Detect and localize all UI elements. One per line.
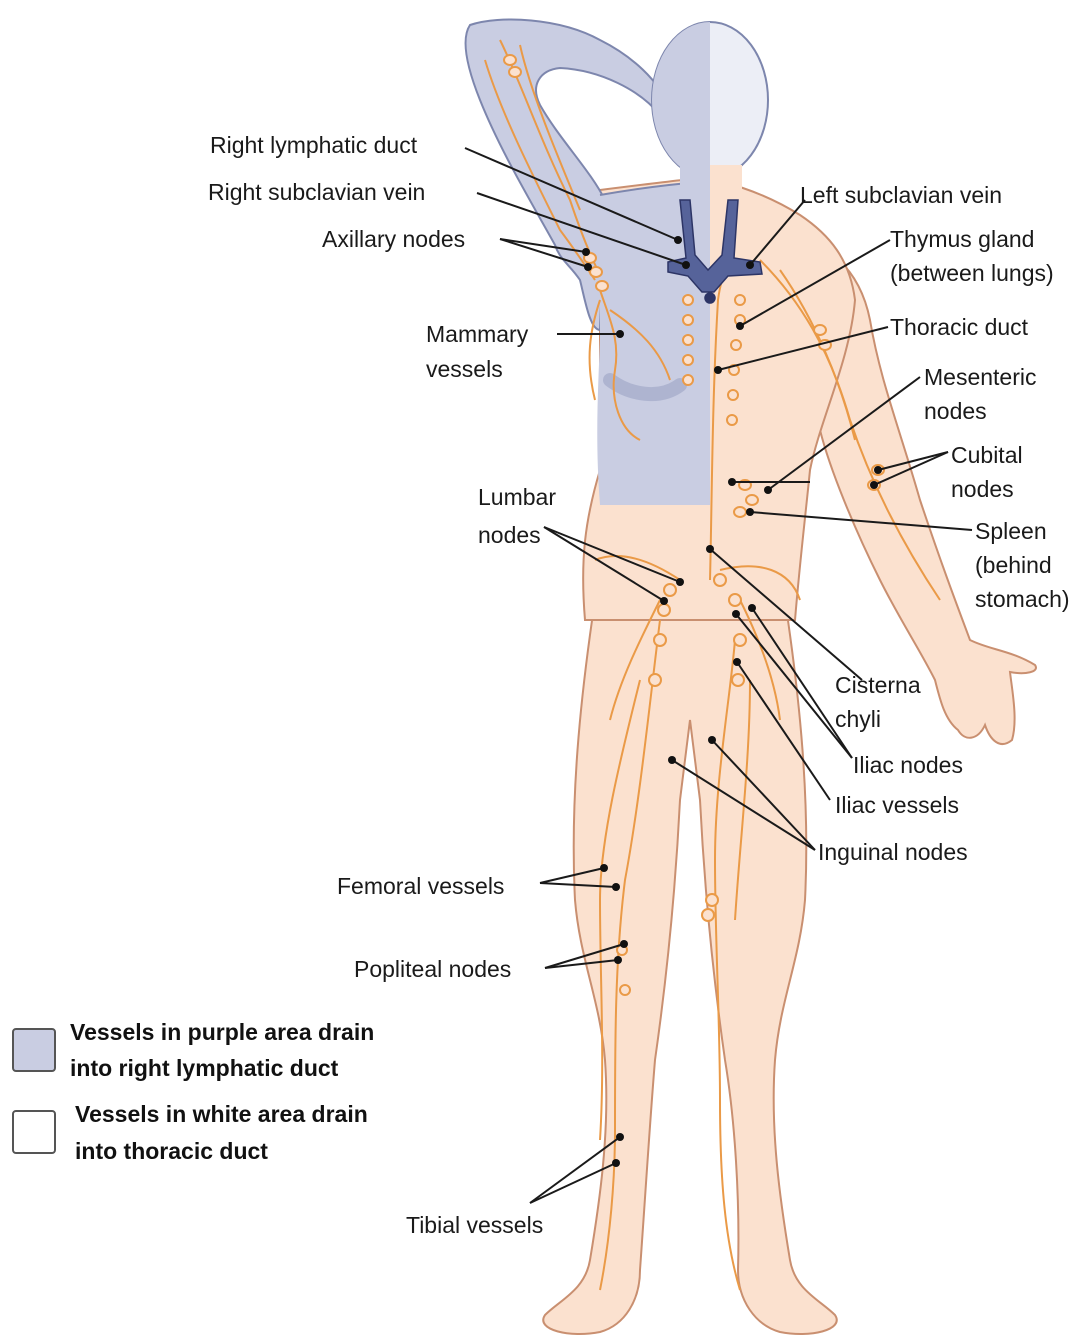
label-tibial-vessels: Tibial vessels [406, 1208, 543, 1242]
label-spleen-line3: stomach) [975, 582, 1070, 616]
label-cisterna-chyli-line1: Cisterna [835, 668, 921, 702]
label-thymus-gland-line2: (between lungs) [890, 256, 1054, 290]
label-right-lymphatic-duct: Right lymphatic duct [210, 128, 417, 162]
label-cubital-nodes-line2: nodes [951, 472, 1014, 506]
label-thymus-gland-line1: Thymus gland [890, 222, 1034, 256]
label-mesenteric-nodes-line2: nodes [924, 394, 987, 428]
legend-white-line1: Vessels in white area drain [75, 1096, 368, 1132]
label-lumbar-nodes-line1: Lumbar [478, 480, 556, 514]
label-cisterna-chyli-line2: chyli [835, 702, 881, 736]
label-spleen-line1: Spleen [975, 514, 1047, 548]
legend-white-line2: into thoracic duct [75, 1133, 268, 1169]
label-lumbar-nodes-line2: nodes [478, 518, 541, 552]
label-femoral-vessels: Femoral vessels [337, 869, 504, 903]
label-thoracic-duct: Thoracic duct [890, 310, 1028, 344]
label-right-subclavian-vein: Right subclavian vein [208, 175, 425, 209]
label-mammary-vessels-line1: Mammary [426, 317, 528, 351]
label-mesenteric-nodes-line1: Mesenteric [924, 360, 1036, 394]
label-axillary-nodes: Axillary nodes [322, 222, 465, 256]
label-iliac-vessels: Iliac vessels [835, 788, 959, 822]
legend-purple-line1: Vessels in purple area drain [70, 1014, 374, 1050]
label-inguinal-nodes: Inguinal nodes [818, 835, 968, 869]
label-mammary-vessels-line2: vessels [426, 352, 503, 386]
legend-swatch-purple [12, 1028, 56, 1072]
label-iliac-nodes: Iliac nodes [853, 748, 963, 782]
label-spleen-line2: (behind [975, 548, 1052, 582]
legend-swatch-white [12, 1110, 56, 1154]
legend-purple-line2: into right lymphatic duct [70, 1050, 338, 1086]
label-left-subclavian-vein: Left subclavian vein [800, 178, 1002, 212]
label-cubital-nodes-line1: Cubital [951, 438, 1023, 472]
label-popliteal-nodes: Popliteal nodes [354, 952, 511, 986]
